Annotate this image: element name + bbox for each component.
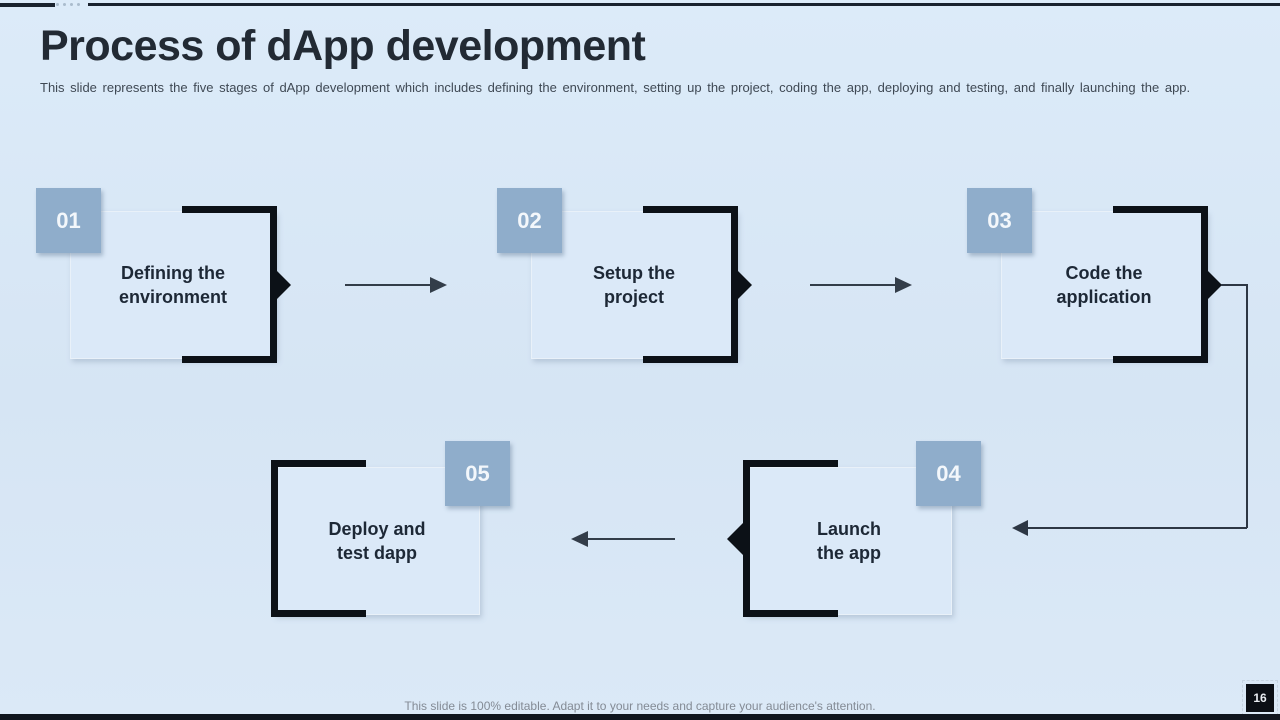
stage-label: Setup the project xyxy=(593,261,675,309)
connector-line-vertical xyxy=(1246,284,1248,528)
stage-panel-03: Code the application xyxy=(1001,211,1207,359)
stage-frame-01 xyxy=(182,206,277,363)
top-rule-left-segment xyxy=(0,3,55,7)
stage-label-line1: Launch xyxy=(816,519,881,539)
stage-label-line2: environment xyxy=(118,287,228,307)
stage-label-line1: Defining the xyxy=(121,263,225,283)
stage-frame-02 xyxy=(643,206,738,363)
stage-number: 05 xyxy=(465,460,490,486)
flow-arrowhead-right-1 xyxy=(430,277,447,293)
stage-label: Launch the app xyxy=(817,517,881,565)
stage-label-line2: the app xyxy=(816,543,881,563)
stage-number-badge-05: 05 xyxy=(445,441,510,506)
selection-handle-dots xyxy=(56,2,88,7)
handle-dot xyxy=(70,3,73,6)
stage-panel-01: Defining the environment xyxy=(70,211,276,359)
stage-label-line1: Code the xyxy=(1065,263,1143,283)
stage-frame-04 xyxy=(743,460,838,617)
stage-frame-03 xyxy=(1113,206,1208,363)
stage-label: Code the application xyxy=(1056,261,1151,309)
stage-label-line2: test dapp xyxy=(336,543,417,563)
stage-label-line1: Setup the xyxy=(592,263,675,283)
connector-line-top xyxy=(1221,284,1247,286)
stage-label-line2: application xyxy=(1056,287,1152,307)
flow-arrow-line-2 xyxy=(810,284,895,286)
connector-arrowhead-left xyxy=(1012,520,1028,536)
footer-note: This slide is 100% editable. Adapt it to… xyxy=(404,699,876,713)
stage-number: 01 xyxy=(56,207,81,233)
handle-dot xyxy=(77,3,80,6)
handle-dot xyxy=(56,3,59,6)
flow-arrowhead-right-2 xyxy=(895,277,912,293)
stage-arrow-tip-03 xyxy=(1205,268,1222,302)
connector-line-bottom xyxy=(1025,527,1247,529)
stage-number: 02 xyxy=(517,207,542,233)
handle-dot xyxy=(63,3,66,6)
top-rule xyxy=(88,3,1280,6)
bottom-bar xyxy=(0,714,1280,720)
flow-arrowhead-left-3 xyxy=(571,531,588,547)
stage-number-badge-02: 02 xyxy=(497,188,562,253)
page-number-badge: 16 xyxy=(1246,684,1274,712)
stage-arrow-tip-04 xyxy=(727,522,744,556)
page-title: Process of dApp development xyxy=(40,22,646,70)
stage-arrow-tip-01 xyxy=(274,268,291,302)
page-subtitle: This slide represents the five stages of… xyxy=(40,80,1191,95)
stage-number: 04 xyxy=(936,460,961,486)
stage-label: Deploy and test dapp xyxy=(328,517,425,565)
stage-arrow-tip-02 xyxy=(735,268,752,302)
stage-frame-05 xyxy=(271,460,366,617)
stage-number: 03 xyxy=(987,207,1012,233)
stage-label-line2: project xyxy=(603,287,664,307)
stage-number-badge-04: 04 xyxy=(916,441,981,506)
stage-number-badge-03: 03 xyxy=(967,188,1032,253)
flow-arrow-line-1 xyxy=(345,284,430,286)
flow-arrow-line-3 xyxy=(588,538,675,540)
stage-label: Defining the environment xyxy=(119,261,227,309)
stage-number-badge-01: 01 xyxy=(36,188,101,253)
stage-label-line1: Deploy and xyxy=(328,519,426,539)
page-number: 16 xyxy=(1253,691,1267,705)
